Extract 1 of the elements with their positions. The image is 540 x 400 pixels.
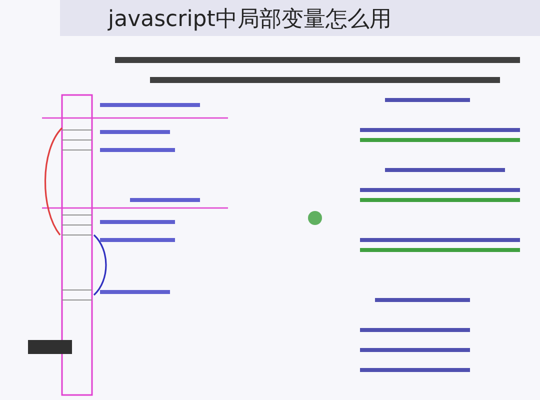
title: javascript中局部变量怎么用 <box>108 6 392 34</box>
